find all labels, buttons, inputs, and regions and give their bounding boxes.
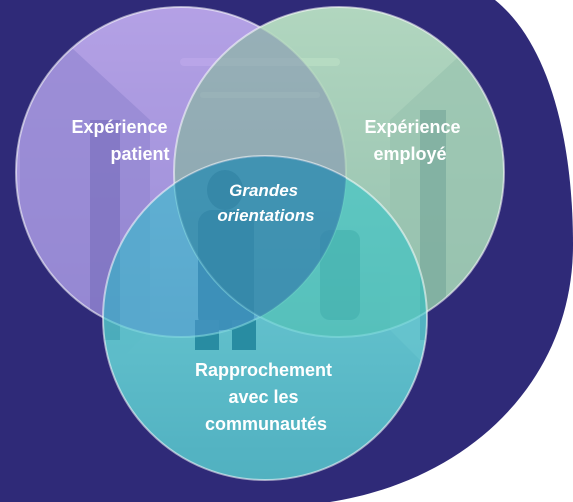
label-experience-patient: Expérience patient bbox=[71, 117, 172, 164]
label-rapprochement-communautes: Rapprochement avec les communautés bbox=[195, 360, 337, 434]
label-experience-employe: Expérience employé bbox=[364, 117, 465, 164]
label-grandes-orientations: Grandes orientations bbox=[217, 181, 314, 225]
circle-communautes bbox=[102, 155, 428, 481]
